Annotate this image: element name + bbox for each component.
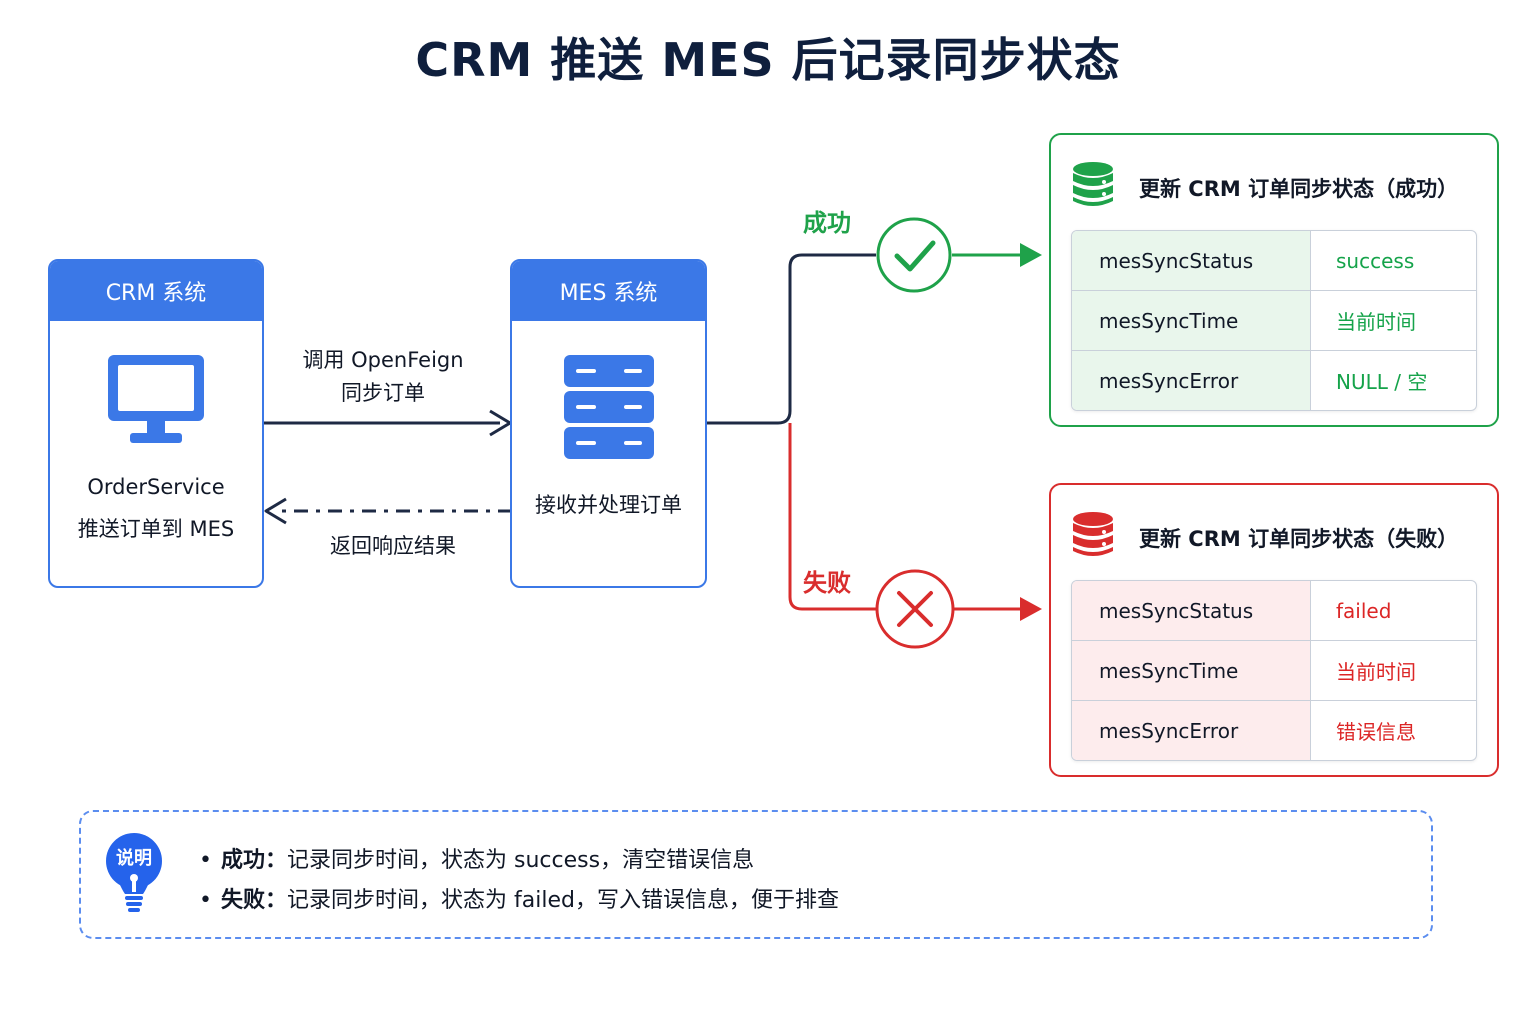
note-box: 说明 •成功：记录同步时间，状态为 success，清空错误信息 •失败：记录同… (79, 810, 1433, 939)
field-name: mesSyncError (1072, 701, 1311, 760)
field-name: mesSyncTime (1072, 641, 1311, 700)
note-badge: 说明 (116, 847, 152, 869)
success-branch-label: 成功 (803, 209, 851, 237)
crm-service-action: 推送订单到 MES (77, 517, 235, 541)
table-row: mesSyncStatus success (1072, 231, 1476, 291)
database-icon (1073, 512, 1113, 556)
note-item-label: 失败： (221, 888, 288, 913)
mes-out-line (706, 253, 876, 425)
field-value: 当前时间 (1336, 660, 1416, 684)
table-row: mesSyncStatus failed (1072, 581, 1476, 641)
note-item-text: 记录同步时间，状态为 success，清空错误信息 (287, 848, 755, 873)
success-arrowhead (1020, 243, 1042, 267)
table-row: mesSyncError 错误信息 (1072, 701, 1476, 760)
check-circle-icon (876, 217, 952, 293)
fail-status-table: mesSyncStatus failed mesSyncTime 当前时间 me… (1071, 580, 1477, 761)
x-circle-icon (875, 569, 955, 649)
mes-system-header: MES 系统 (512, 261, 705, 321)
note-item: •失败：记录同步时间，状态为 failed，写入错误信息，便于排查 (199, 888, 839, 913)
page-title: CRM 推送 MES 后记录同步状态 (415, 33, 1121, 87)
field-name: mesSyncError (1072, 351, 1311, 410)
field-value: 错误信息 (1336, 720, 1416, 744)
crm-service-name: OrderService (87, 475, 225, 499)
field-value: success (1336, 248, 1415, 273)
return-arrowhead (264, 497, 287, 525)
field-name: mesSyncStatus (1072, 581, 1311, 640)
fail-branch-label: 失败 (803, 569, 851, 597)
success-panel-title: 更新 CRM 订单同步状态（成功） (1139, 177, 1459, 201)
note-item-text: 记录同步时间，状态为 failed，写入错误信息，便于排查 (287, 888, 839, 913)
table-row: mesSyncTime 当前时间 (1072, 291, 1476, 351)
fail-arrowhead (1020, 597, 1042, 621)
success-panel: 更新 CRM 订单同步状态（成功） mesSyncStatus success … (1049, 133, 1499, 427)
field-value: failed (1336, 598, 1392, 623)
field-name: mesSyncStatus (1072, 231, 1311, 290)
crm-system-header: CRM 系统 (50, 261, 262, 321)
mes-system-box: MES 系统 接收并处理订单 (510, 259, 707, 588)
note-item-label: 成功： (221, 848, 288, 873)
crm-system-box: CRM 系统 OrderService 推送订单到 MES (48, 259, 264, 588)
mes-service-action: 接收并处理订单 (535, 493, 682, 517)
fail-panel-title: 更新 CRM 订单同步状态（失败） (1139, 527, 1459, 551)
database-icon (1073, 162, 1113, 206)
return-label: 返回响应结果 (330, 534, 456, 558)
note-item: •成功：记录同步时间，状态为 success，清空错误信息 (199, 848, 755, 873)
field-value: 当前时间 (1336, 310, 1416, 334)
server-icon (564, 355, 654, 459)
field-value: NULL / 空 (1336, 370, 1428, 394)
call-label-line2: 同步订单 (341, 381, 425, 405)
call-label-line1: 调用 OpenFeign (302, 348, 464, 372)
success-status-table: mesSyncStatus success mesSyncTime 当前时间 m… (1071, 230, 1477, 411)
table-row: mesSyncTime 当前时间 (1072, 641, 1476, 701)
lightbulb-icon: 说明 (106, 833, 162, 912)
fail-line (788, 422, 876, 611)
monitor-icon (108, 355, 204, 443)
table-row: mesSyncError NULL / 空 (1072, 351, 1476, 410)
field-name: mesSyncTime (1072, 291, 1311, 350)
fail-panel: 更新 CRM 订单同步状态（失败） mesSyncStatus failed m… (1049, 483, 1499, 777)
